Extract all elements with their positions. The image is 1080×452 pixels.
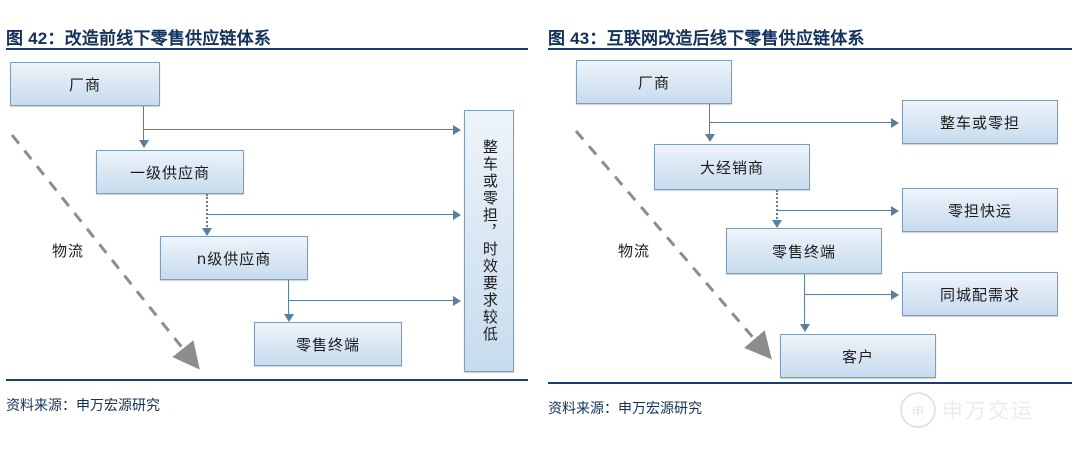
connector-manu-to-tier1-left: [143, 106, 144, 142]
logistics-label-left: 物流: [52, 242, 85, 260]
box-transport-note[interactable]: 整车或零担，时效要求较低: [464, 110, 514, 372]
box-ftl-ltl[interactable]: 整车或零担: [902, 100, 1058, 144]
logistics-arrow-right: [574, 130, 772, 360]
figure-43-title-rule: [548, 48, 1072, 50]
connector-retail-to-transport: [288, 300, 453, 301]
connector-distributor-to-ltl: [776, 210, 891, 211]
connector-distributor-to-retail: [776, 190, 778, 222]
box-customer[interactable]: 客户: [780, 334, 936, 378]
connector-tier1-to-transport: [206, 214, 453, 215]
arrowhead-retail-to-transport: [453, 296, 461, 306]
arrowhead-manu-to-distributor: [705, 134, 715, 142]
logistics-label-right: 物流: [618, 242, 651, 260]
connector-manu-to-ftl: [709, 122, 891, 123]
figure-42-title-rule: [6, 48, 528, 50]
arrowhead-distributor-to-ltl: [891, 206, 899, 216]
connector-manu-to-transport: [143, 129, 453, 130]
box-manufacturer-right[interactable]: 厂商: [576, 60, 732, 104]
box-retail-terminal-left[interactable]: 零售终端: [254, 322, 402, 366]
box-ltl-express[interactable]: 零担快运: [902, 188, 1058, 232]
arrowhead-manu-to-tier1-left: [139, 140, 149, 148]
box-big-distributor[interactable]: 大经销商: [654, 144, 810, 190]
box-tier1-supplier[interactable]: 一级供应商: [96, 150, 244, 194]
connector-tier1-to-tiern: [206, 194, 208, 230]
connector-manu-to-distributor: [709, 104, 710, 136]
figure-42-title: 图 42：改造前线下零售供应链体系: [6, 29, 272, 48]
arrowhead-tiern-to-retail: [284, 314, 294, 322]
arrowhead-manu-to-transport: [453, 125, 461, 135]
arrowhead-retail-to-customer: [800, 324, 810, 332]
arrowhead-tier1-to-transport: [453, 210, 461, 220]
figure-42-source-rule: [6, 379, 528, 381]
logistics-arrow-left: [10, 134, 200, 370]
figure-42-source: 资料来源：申万宏源研究: [6, 398, 160, 414]
box-manufacturer-left[interactable]: 厂商: [10, 62, 160, 106]
connector-tiern-to-retail: [288, 280, 289, 316]
figure-43-source-rule: [548, 382, 1072, 384]
arrowhead-manu-to-ftl: [891, 118, 899, 128]
box-retail-terminal-right[interactable]: 零售终端: [726, 228, 882, 274]
figure-43-panel: 图 43：互联网改造后线下零售供应链体系 物流 厂商 大经销商 零售终端 客户 …: [540, 0, 1080, 452]
box-intracity-delivery[interactable]: 同城配需求: [902, 272, 1058, 316]
connector-retail-to-customer: [804, 274, 805, 326]
arrowhead-distributor-to-retail: [772, 220, 782, 228]
arrowhead-tier1-to-tiern: [202, 228, 212, 236]
figure-43-source: 资料来源：申万宏源研究: [548, 401, 702, 417]
connector-retail-to-intracity: [804, 294, 891, 295]
arrowhead-retail-to-intracity: [891, 290, 899, 300]
figure-42-panel: 图 42：改造前线下零售供应链体系 物流 厂商 一级供应商 n级供应商 零售终端…: [6, 29, 528, 414]
box-tiern-supplier[interactable]: n级供应商: [160, 236, 308, 280]
figure-43-title: 图 43：互联网改造后线下零售供应链体系: [548, 29, 865, 48]
